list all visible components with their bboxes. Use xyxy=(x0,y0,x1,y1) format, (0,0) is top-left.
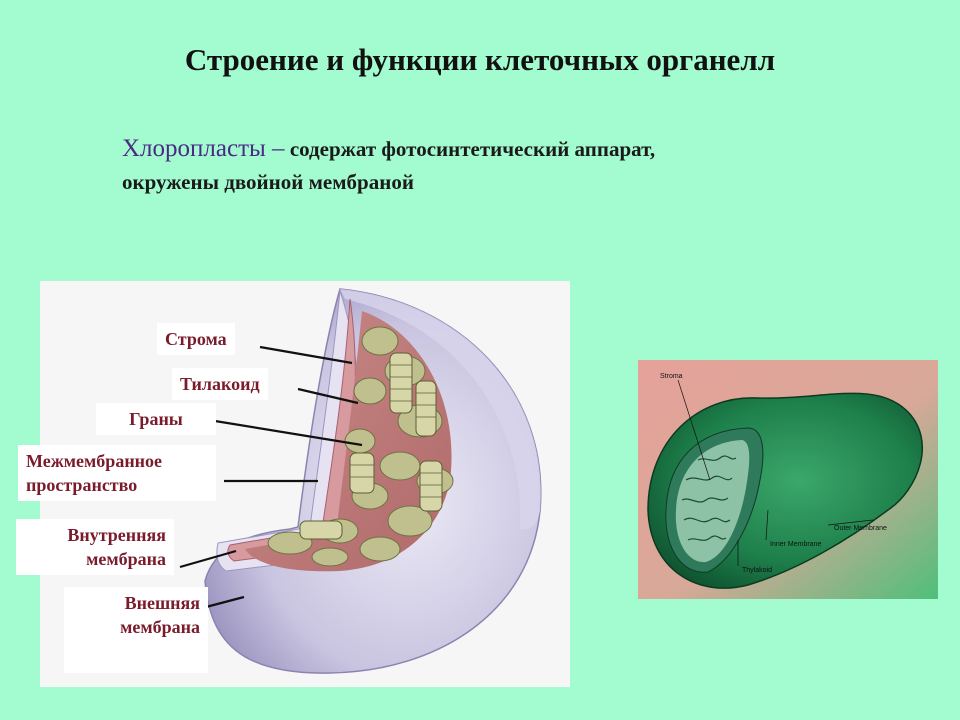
leader-line-outer-membrane xyxy=(205,595,245,609)
description-line-1: содержат фотосинтетический аппарат, xyxy=(289,137,656,161)
label-stroma: Строма xyxy=(157,323,235,355)
chloroplast-diagram-panel: Строма Тилакоид Граны Межмембранное прос… xyxy=(16,281,570,687)
description-line-2: окружены двойной мембраной xyxy=(122,170,414,194)
term-chloroplasts: Хлоропласты – xyxy=(122,135,285,162)
photo-label-thylakoid: Thylakoid xyxy=(742,567,772,574)
leader-line-thylakoid xyxy=(297,387,359,405)
chloroplast-color-illustration: Stroma Outer Membrane Inner Membrane Thy… xyxy=(638,360,938,599)
chloroplast-description: Хлоропласты – содержат фотосинтетический… xyxy=(122,132,882,199)
photo-leader-inner-membrane xyxy=(765,509,769,541)
leader-line-inner-membrane xyxy=(179,549,237,569)
leader-line-stroma xyxy=(259,345,353,365)
label-grana: Граны xyxy=(96,403,216,435)
label-thylakoid: Тилакоид xyxy=(172,368,268,400)
photo-leader-outer-membrane xyxy=(827,519,874,526)
label-outer-membrane: Внешняя мембрана xyxy=(64,587,208,673)
leader-line-grana xyxy=(214,419,363,447)
chloroplast-cutaway-illustration xyxy=(179,288,542,674)
label-inner-membrane: Внутренняя мембрана xyxy=(16,519,174,575)
photo-label-outer-membrane: Outer Membrane xyxy=(834,525,887,532)
photo-label-inner-membrane: Inner Membrane xyxy=(770,541,821,548)
photo-leader-stroma xyxy=(677,379,711,481)
chloroplast-color-svg: Stroma Outer Membrane Inner Membrane Thy… xyxy=(638,360,938,599)
page-title: Строение и функции клеточных органелл xyxy=(184,42,776,77)
photo-label-stroma: Stroma xyxy=(660,373,683,380)
label-intermembrane-space: Межмембранное пространство xyxy=(18,445,216,501)
